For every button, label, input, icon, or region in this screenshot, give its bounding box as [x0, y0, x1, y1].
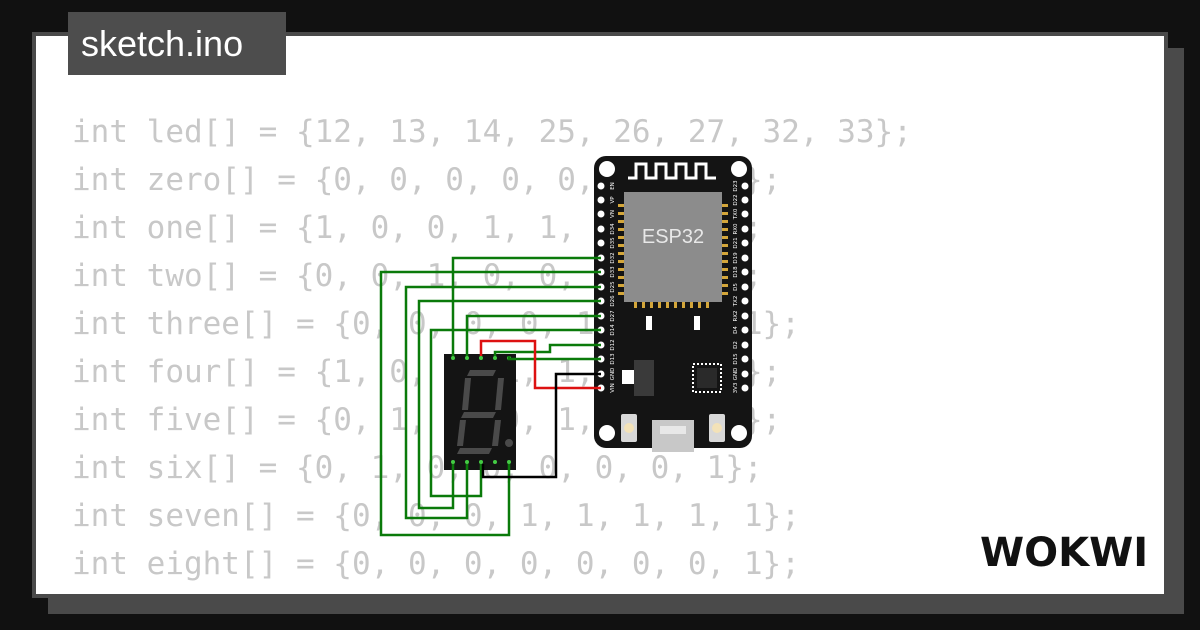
display-segments [457, 370, 513, 454]
pin-label: D13 [610, 353, 616, 365]
pin-label: VP [610, 196, 616, 204]
pin-label: D4 [733, 326, 739, 334]
wire-green[interactable] [379, 270, 601, 537]
module-pins [618, 204, 728, 308]
wire-green[interactable] [404, 285, 601, 520]
pin-labels: EN VP VN D34 D35 D32 D33 D25 D26 D27 D14… [610, 180, 739, 394]
wire-black[interactable] [481, 372, 601, 479]
pin-label: TX2 [733, 296, 739, 308]
brand-name: WOKWI [980, 530, 1148, 576]
pin-label: TX0 [733, 208, 739, 220]
pin-label: D21 [733, 237, 739, 248]
pin-label: D14 [610, 324, 616, 336]
pin-label: D12 [610, 339, 616, 350]
pin-label: VIN [610, 383, 616, 393]
usb-port [652, 420, 694, 452]
voltage-regulator [634, 360, 654, 396]
pin-label: D2 [733, 341, 739, 349]
wokwi-logo: WOKWI [980, 530, 1148, 576]
esp32-module [624, 192, 722, 302]
pin-label: EN [610, 182, 616, 190]
code-editor: int led[] = {12, 13, 14, 25, 26, 27, 32,… [72, 108, 912, 594]
wire-green[interactable] [493, 343, 601, 356]
code-line: int led[] = {12, 13, 14, 25, 26, 27, 32,… [72, 114, 912, 150]
pin-label: D25 [610, 281, 616, 293]
chip-label: ESP32 [642, 226, 704, 248]
pin-label: 3V3 [733, 382, 739, 393]
usb-chip [692, 363, 722, 393]
pin-label: GND [733, 368, 739, 381]
wire-green[interactable] [417, 299, 601, 510]
esp32-board[interactable]: ESP32 EN VP VN D34 D35 D32 D33 [594, 156, 752, 452]
pin-label: D26 [610, 295, 616, 307]
pin-label: D34 [610, 223, 616, 235]
pin-label: D18 [733, 266, 739, 278]
pin-label: RX0 [733, 223, 739, 235]
pin-label: RX2 [733, 310, 739, 321]
wire-green[interactable] [465, 314, 601, 356]
code-line: int eight[] = {0, 0, 0, 0, 0, 0, 0, 1}; [72, 546, 800, 582]
pin-label: VN [610, 210, 616, 218]
pin-label: D27 [610, 310, 616, 322]
seven-segment-display[interactable] [444, 354, 516, 470]
wire-green[interactable] [507, 356, 601, 361]
code-line: int seven[] = {0, 0, 0, 1, 1, 1, 1, 1}; [72, 498, 800, 534]
header-pins [597, 182, 749, 392]
pin-label: GND [610, 368, 616, 381]
wires[interactable] [379, 256, 601, 537]
pin-label: D32 [610, 252, 616, 263]
pin-label: D19 [733, 252, 739, 264]
pin-label: D22 [733, 194, 739, 205]
pin-label: D5 [733, 283, 739, 291]
wire-green[interactable] [451, 256, 601, 356]
file-tab[interactable]: sketch.ino [68, 12, 286, 75]
wire-green[interactable] [429, 328, 601, 498]
pin-label: D35 [610, 237, 616, 249]
pin-label: D15 [733, 353, 739, 365]
pin-label: D33 [610, 266, 616, 278]
pin-label: D23 [733, 180, 739, 192]
